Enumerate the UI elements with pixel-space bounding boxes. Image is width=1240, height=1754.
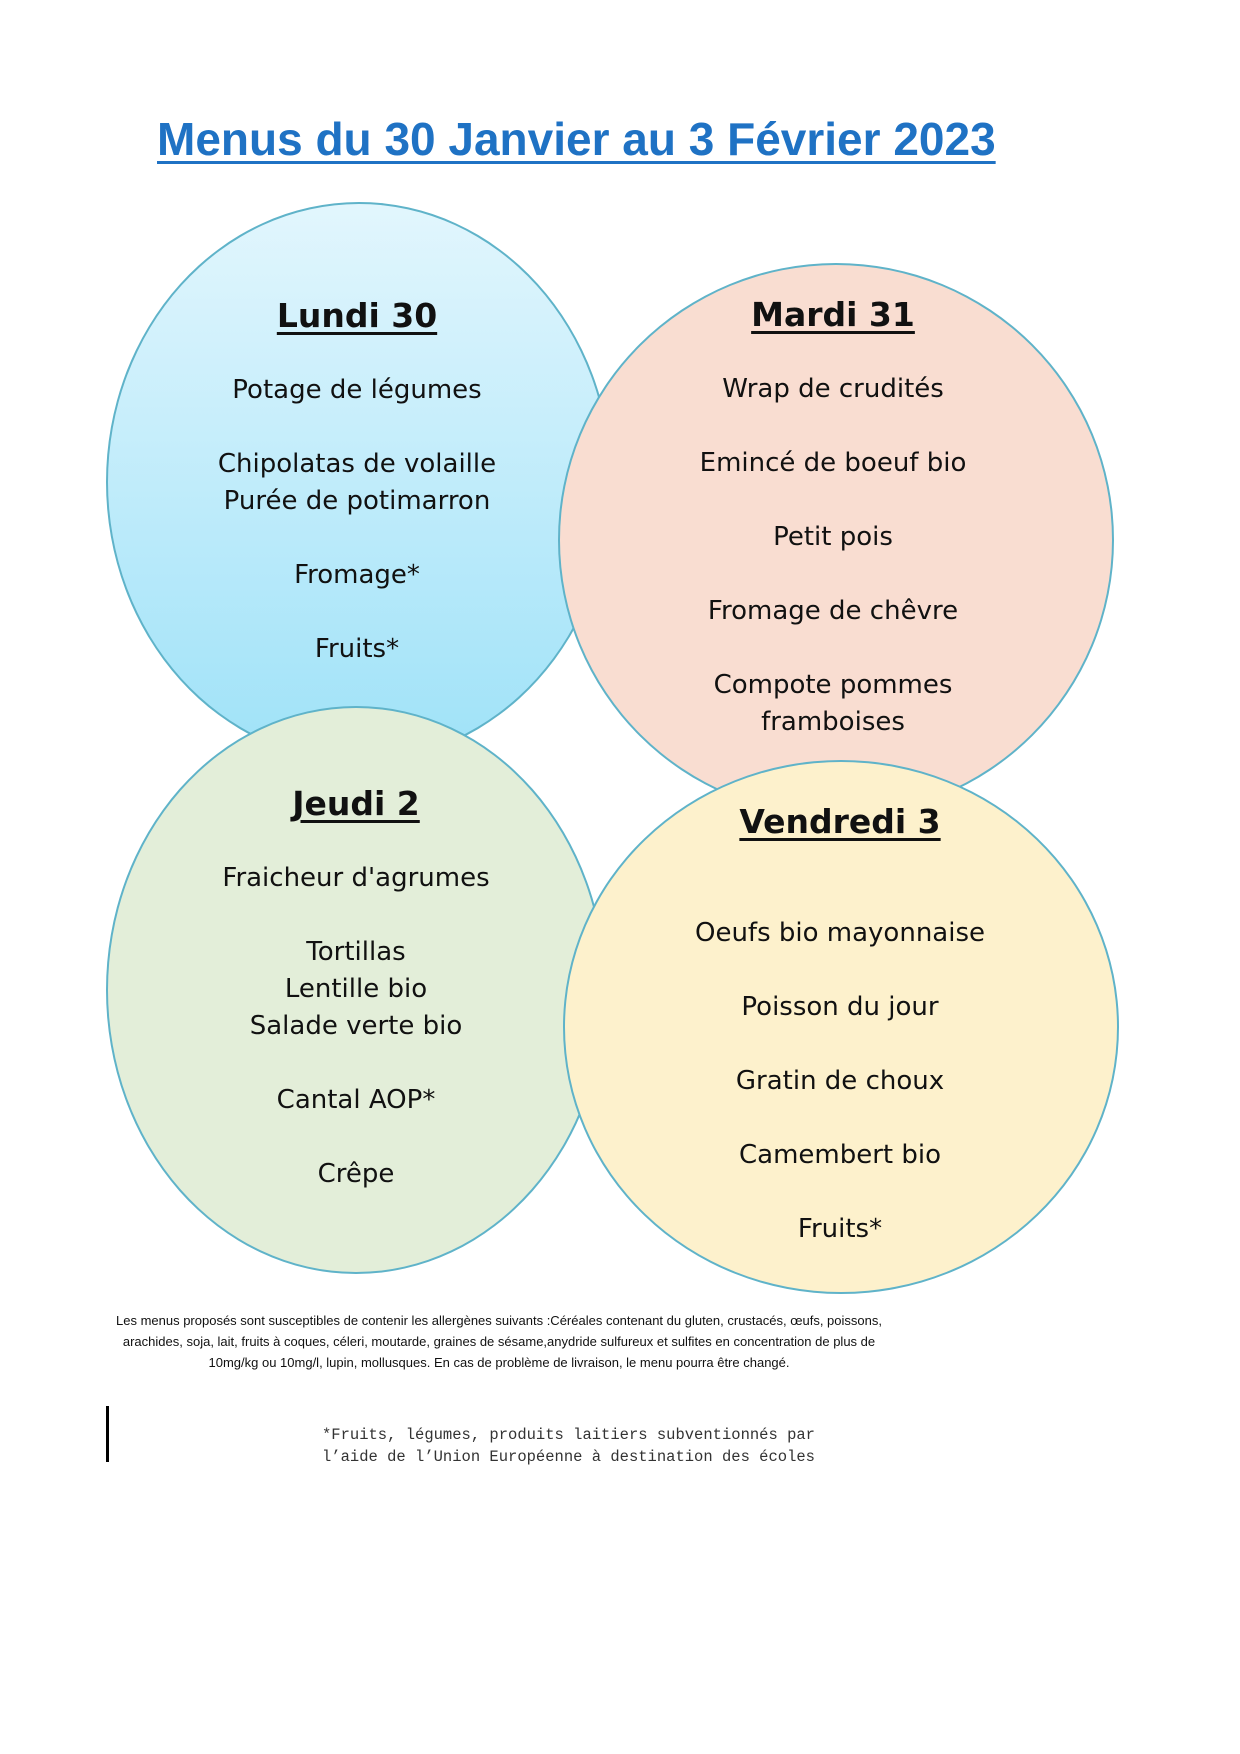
menu-spacer bbox=[613, 482, 1053, 519]
vendredi-circle bbox=[563, 760, 1119, 1294]
menu-spacer bbox=[136, 897, 576, 934]
menu-spacer bbox=[137, 520, 577, 557]
menu-spacer bbox=[613, 630, 1053, 667]
menu-item: Fraicheur d'agrumes bbox=[222, 863, 490, 893]
allergens-note: Les menus proposés sont susceptibles de … bbox=[116, 1313, 882, 1370]
menu-spacer bbox=[136, 1045, 576, 1082]
menu-item: Crêpe bbox=[317, 1159, 395, 1189]
lundi-circle bbox=[106, 202, 612, 762]
menu-item: Camembert bio bbox=[738, 1140, 942, 1170]
menu-item: framboises bbox=[761, 707, 905, 737]
menu-item: Cantal AOP* bbox=[276, 1085, 436, 1115]
menu-item: Chipolatas de volaille bbox=[217, 449, 497, 479]
menu-spacer bbox=[136, 1119, 576, 1156]
menu-item: Tortillas bbox=[306, 937, 406, 967]
menu-item: Oeufs bio mayonnaise bbox=[694, 918, 985, 948]
menu-item: Lentille bio bbox=[284, 974, 428, 1004]
menu-item: Fruits* bbox=[314, 634, 400, 664]
mardi-menu: Mardi 31 Wrap de crudités Emincé de boeu… bbox=[613, 295, 1053, 741]
text-cursor bbox=[106, 1406, 109, 1462]
page-title: Menus du 30 Janvier au 3 Février 2023 bbox=[157, 113, 996, 165]
menu-item: Purée de potimarron bbox=[223, 486, 491, 516]
menu-spacer bbox=[620, 878, 1060, 915]
menu-item: Fromage de chêvre bbox=[707, 596, 959, 626]
menu-item: Poisson du jour bbox=[741, 992, 939, 1022]
vendredi-menu: Vendredi 3 Oeufs bio mayonnaise Poisson … bbox=[620, 802, 1060, 1248]
menu-spacer bbox=[620, 1174, 1060, 1211]
day-title-lundi: Lundi 30 bbox=[276, 296, 438, 335]
menu-spacer bbox=[620, 1026, 1060, 1063]
jeudi-menu: Jeudi 2 Fraicheur d'agrumes Tortillas Le… bbox=[136, 784, 576, 1193]
menu-item: Petit pois bbox=[773, 522, 893, 552]
menu-item: Salade verte bio bbox=[249, 1011, 463, 1041]
day-title-jeudi: Jeudi 2 bbox=[292, 784, 420, 823]
menu-item: Emincé de boeuf bio bbox=[699, 448, 967, 478]
menu-spacer bbox=[620, 1100, 1060, 1137]
menu-spacer bbox=[613, 556, 1053, 593]
menu-item: Wrap de crudités bbox=[722, 374, 944, 404]
menu-item: Compote pommes bbox=[713, 670, 953, 700]
eu-footnote: *Fruits, légumes, produits laitiers subv… bbox=[322, 1426, 815, 1466]
day-title-mardi: Mardi 31 bbox=[751, 295, 915, 334]
menu-spacer bbox=[613, 408, 1053, 445]
mardi-circle bbox=[558, 263, 1114, 817]
jeudi-circle bbox=[106, 706, 606, 1274]
menu-spacer bbox=[137, 594, 577, 631]
menu-item: Gratin de choux bbox=[735, 1066, 945, 1096]
menu-spacer bbox=[620, 952, 1060, 989]
lundi-menu: Lundi 30 Potage de légumes Chipolatas de… bbox=[137, 296, 577, 668]
menu-item: Fromage* bbox=[294, 560, 420, 590]
menu-item: Fruits* bbox=[797, 1214, 883, 1244]
menu-spacer bbox=[137, 409, 577, 446]
menu-item: Potage de légumes bbox=[232, 375, 482, 405]
day-title-vendredi: Vendredi 3 bbox=[739, 802, 941, 841]
